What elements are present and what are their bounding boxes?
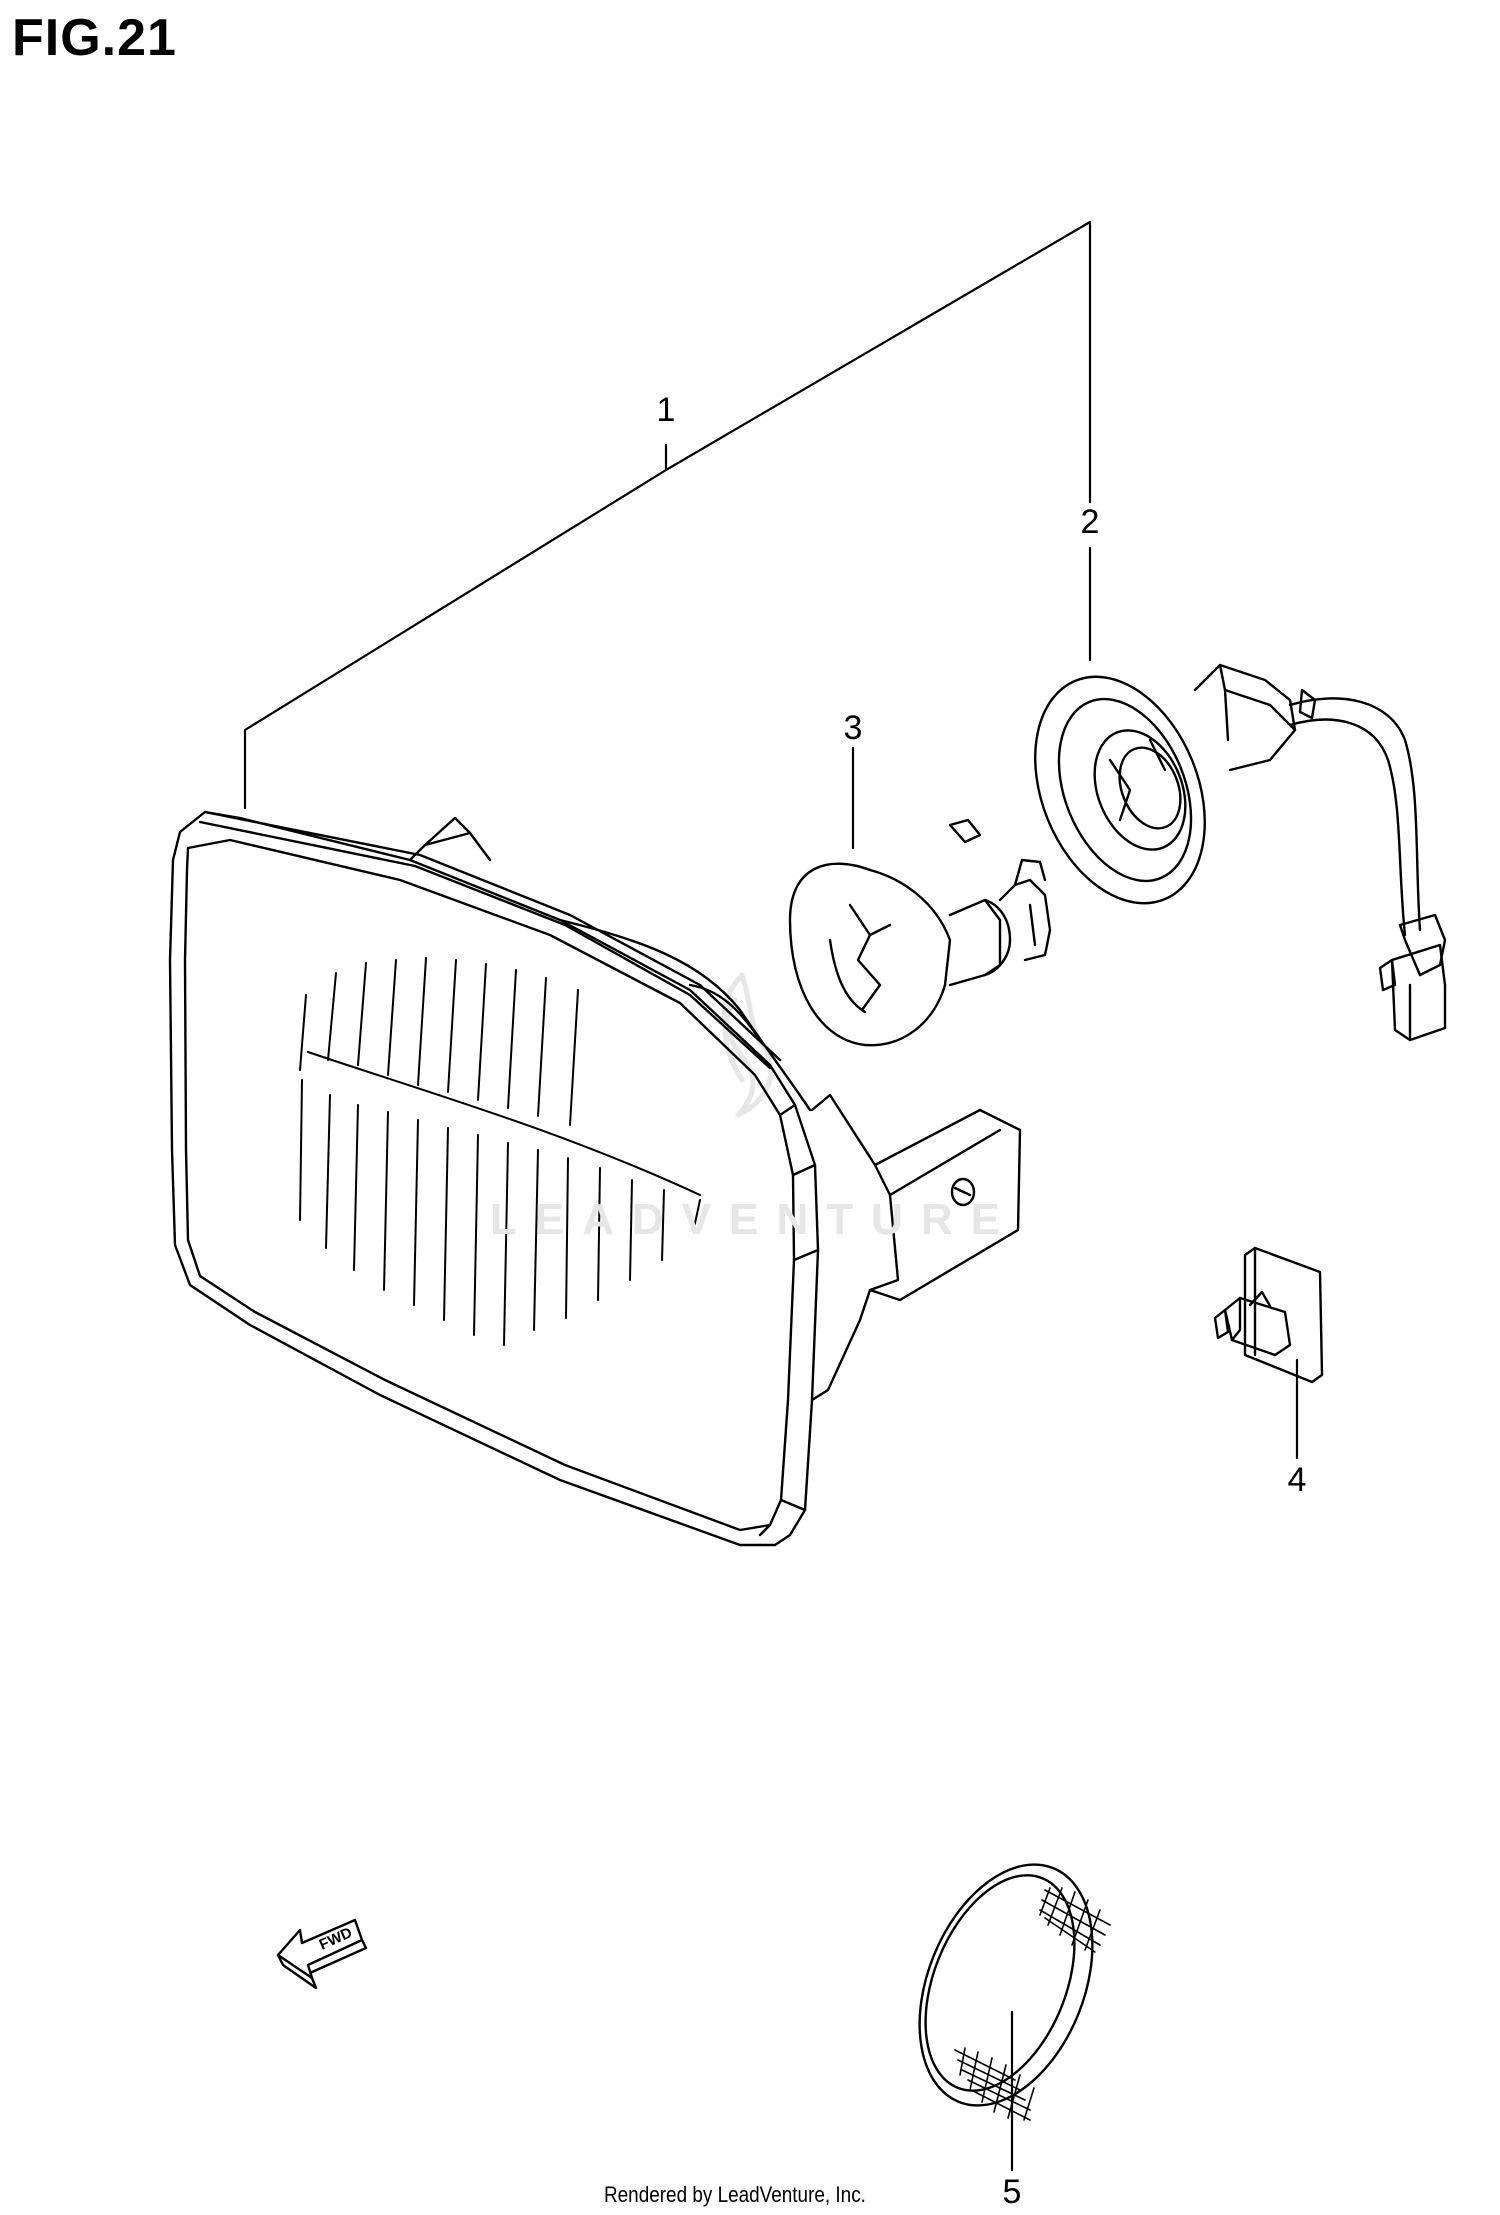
reflector-drawing [918, 1863, 1111, 2121]
lens-flutes [299, 957, 701, 1346]
leader-lines [243, 220, 1299, 2172]
leader-line-1 [243, 443, 668, 810]
headlamp-unit-drawing [168, 810, 1022, 1547]
fwd-arrow-icon [276, 1918, 368, 1990]
bulb-drawing [788, 818, 1052, 1047]
figure-title: FIG.21 [12, 9, 177, 67]
callout-5: 5 [1000, 2173, 1024, 2211]
render-credit: Rendered by LeadVenture, Inc. [604, 2182, 866, 2207]
callout-3: 3 [841, 709, 865, 747]
callout-4: 4 [1285, 1461, 1309, 1499]
watermark-text: LEADVENTURE [490, 1195, 1019, 1244]
leader-line-bracket [664, 220, 1092, 504]
callout-1: 1 [654, 391, 678, 429]
callout-2: 2 [1078, 503, 1102, 541]
socket-drawing [1034, 663, 1447, 1042]
reflector-hatch [954, 1887, 1111, 2121]
clip-drawing [1213, 1246, 1324, 1384]
